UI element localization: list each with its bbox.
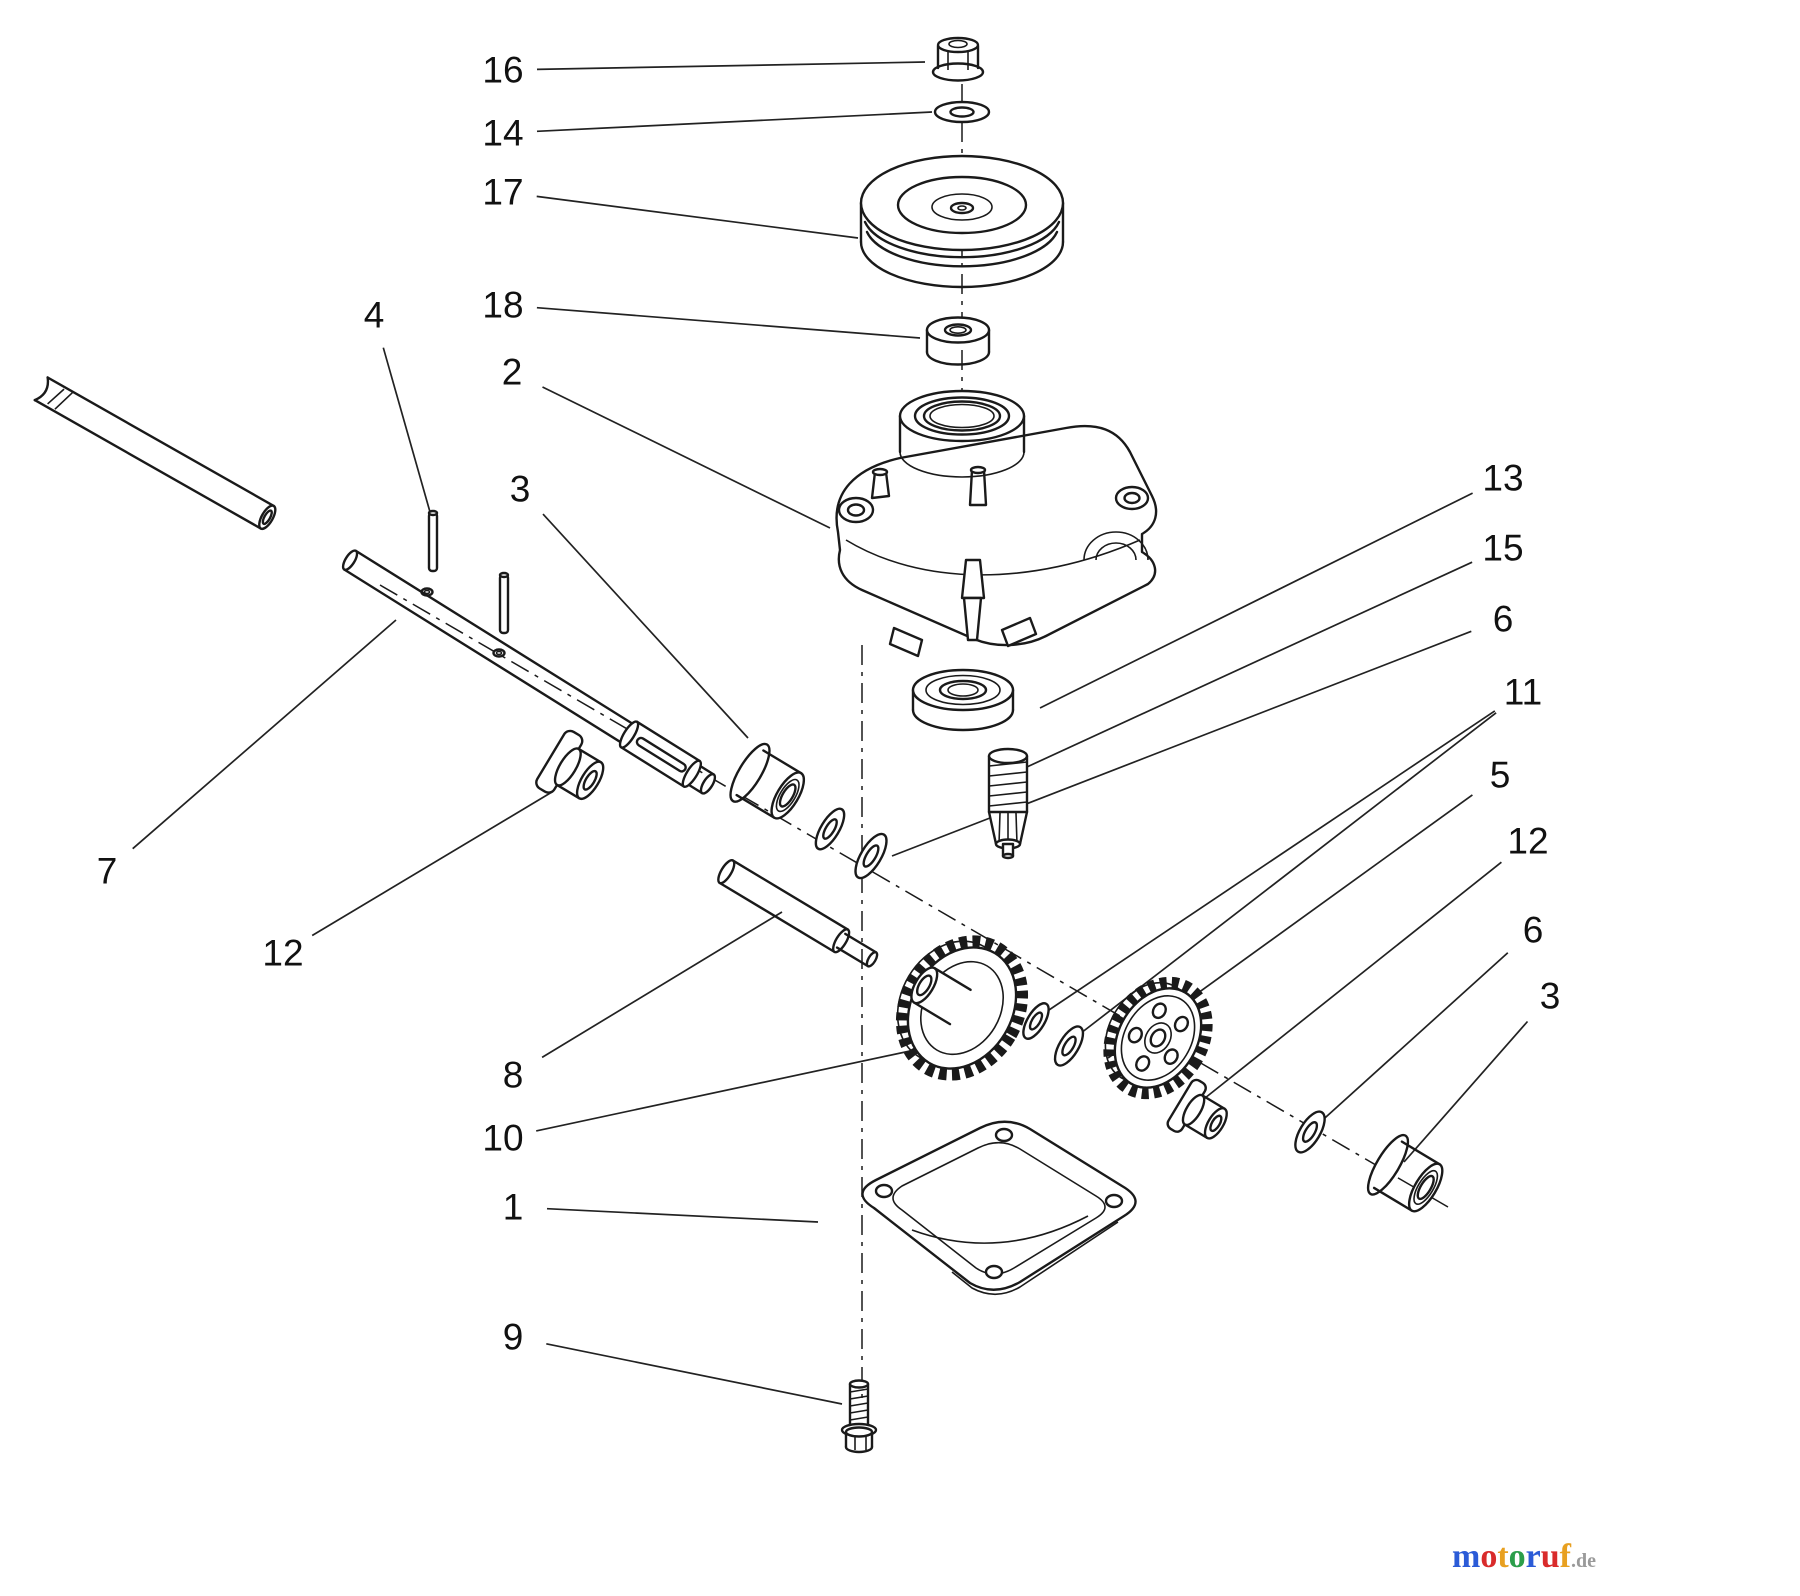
leader-line-1 xyxy=(546,1207,819,1223)
leader-line-11 xyxy=(1071,712,1497,1041)
leader-line-2 xyxy=(542,386,831,529)
leader-line-12 xyxy=(311,791,553,937)
callout-label-12-8: 12 xyxy=(262,933,303,974)
callout-label-6-15: 6 xyxy=(1493,599,1514,640)
thrust-washer-a-drawing xyxy=(814,807,846,851)
watermark-letter: t xyxy=(1497,1538,1509,1575)
leader-line-layer xyxy=(132,61,1529,1405)
spacer-drawing xyxy=(925,316,991,366)
watermark-letter: u xyxy=(1541,1538,1560,1575)
watermark-logo: motoruf.de xyxy=(1452,1538,1596,1575)
watermark-letter: m xyxy=(1452,1538,1480,1575)
thrust-washer-b-drawing xyxy=(854,832,888,880)
right-washer-drawing xyxy=(1294,1110,1326,1154)
leader-line-4 xyxy=(382,347,431,513)
callout-label-3-6: 3 xyxy=(510,469,531,510)
leader-line-6 xyxy=(891,630,1472,857)
leader-line-6 xyxy=(1315,952,1509,1127)
callout-label-18-3: 18 xyxy=(482,285,523,326)
left-flange-bushing-drawing xyxy=(535,729,605,801)
leader-line-8 xyxy=(541,911,783,1059)
axis-shaft-centerline xyxy=(379,584,1449,1208)
leader-line-7 xyxy=(132,619,397,850)
axle-tube-drawing xyxy=(33,376,277,531)
callout-label-9-12: 9 xyxy=(503,1317,524,1358)
callout-label-12-18: 12 xyxy=(1507,821,1548,862)
watermark-letter: o xyxy=(1480,1538,1497,1575)
leader-line-18 xyxy=(536,306,921,339)
flange-nut-drawing xyxy=(931,36,985,82)
spur-gear-drawing xyxy=(1103,976,1213,1100)
output-shaft-drawing xyxy=(717,859,879,968)
leader-line-3 xyxy=(542,513,749,739)
leader-line-3 xyxy=(1403,1020,1529,1163)
washer-11a-drawing xyxy=(1022,1002,1050,1040)
callout-label-11-16: 11 xyxy=(1504,672,1542,713)
watermark-letter: f xyxy=(1560,1538,1572,1575)
leader-line-10 xyxy=(536,1047,925,1132)
callout-label-13-13: 13 xyxy=(1482,458,1523,499)
clevis-pin-1-drawing xyxy=(420,509,439,597)
callout-label-10-10: 10 xyxy=(482,1118,523,1159)
cover-plate-drawing xyxy=(861,1120,1137,1296)
callout-label-4-5: 4 xyxy=(364,295,385,336)
leader-line-9 xyxy=(546,1342,843,1405)
right-flange-bushing-drawing xyxy=(1166,1078,1228,1140)
callout-label-1-11: 1 xyxy=(503,1187,524,1228)
callout-label-8-9: 8 xyxy=(503,1055,524,1096)
callout-label-15-14: 15 xyxy=(1482,528,1523,569)
leader-line-12 xyxy=(1199,861,1502,1103)
cluster-gear-drawing xyxy=(895,935,1029,1081)
callout-label-17-2: 17 xyxy=(482,172,523,213)
leader-line-15 xyxy=(1015,561,1473,773)
gear-case-housing-drawing xyxy=(835,389,1158,658)
drive-shaft-drawing xyxy=(341,549,717,795)
watermark-letter: r xyxy=(1526,1538,1541,1575)
callout-label-6-19: 6 xyxy=(1523,910,1544,951)
left-bushing-drawing xyxy=(729,742,806,820)
callout-label-5-17: 5 xyxy=(1490,755,1511,796)
callout-label-16-0: 16 xyxy=(482,50,523,91)
leader-line-16 xyxy=(536,61,926,71)
leader-line-13 xyxy=(1039,492,1473,709)
callout-label-7-7: 7 xyxy=(97,851,118,892)
right-bushing-drawing xyxy=(1366,1133,1444,1213)
callout-label-2-4: 2 xyxy=(502,352,523,393)
washer-11b-drawing xyxy=(1053,1025,1085,1067)
clevis-pin-2-drawing xyxy=(492,571,510,658)
worm-pinion-drawing xyxy=(987,747,1029,860)
watermark-letter: o xyxy=(1509,1538,1526,1575)
flat-washer-drawing xyxy=(933,100,991,124)
leader-line-17 xyxy=(536,195,859,239)
leader-line-11 xyxy=(1039,710,1496,1017)
watermark-suffix: .de xyxy=(1571,1550,1596,1572)
hex-bolt-drawing xyxy=(840,1379,878,1454)
ball-bearing-drawing xyxy=(911,668,1015,732)
callout-label-14-1: 14 xyxy=(482,113,523,154)
pulley-drawing xyxy=(859,154,1065,289)
callout-label-3-20: 3 xyxy=(1540,976,1561,1017)
leader-line-14 xyxy=(536,111,933,133)
shaft-sleeve xyxy=(618,720,703,788)
callout-label-layer: 16 14 17 18 2 4 3 7 12 8 10 1 9 13 15 6 11 5 12 6 3 xyxy=(97,50,1561,1358)
